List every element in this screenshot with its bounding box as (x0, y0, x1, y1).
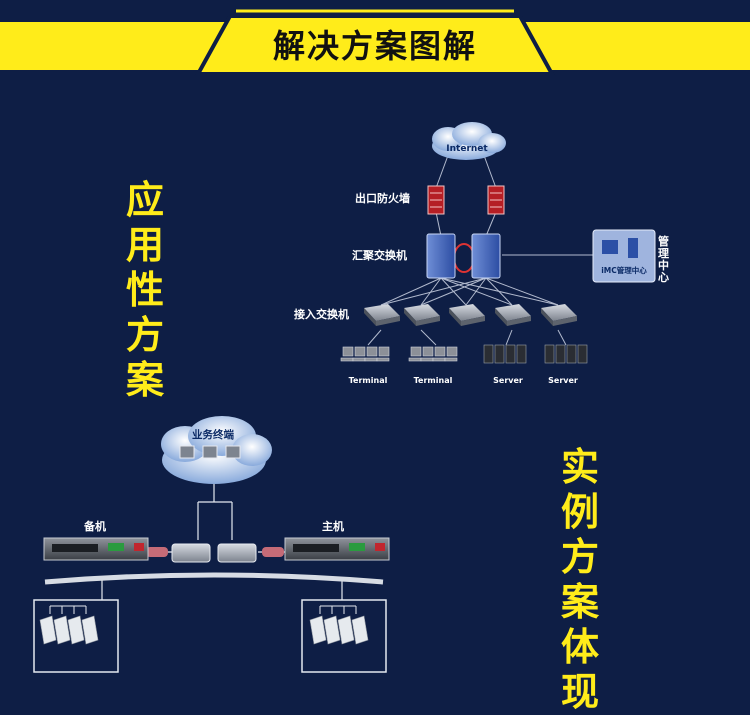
header-banner (0, 9, 750, 76)
switch-icon (171, 543, 257, 563)
device-panel-right (301, 599, 387, 673)
network-diagrams: Internet 出口防火墙 汇聚交换机 iMC管理中心 管理中心 (33, 122, 656, 673)
aggregation-switch-label: 汇聚交换机 (352, 248, 407, 262)
internet-label: Internet (446, 144, 488, 154)
network-topology-2: 业务终端 备机 主机 (33, 416, 390, 673)
device-panel-left (33, 599, 119, 673)
management-center-vertical-label: 管理中心 (658, 236, 672, 284)
access-switch-icon (364, 304, 577, 326)
backup-host-icon (43, 537, 149, 561)
internet-cloud-icon: Internet (432, 122, 506, 160)
core-switch-icon (426, 233, 501, 279)
access-switch-label: 接入交换机 (294, 307, 349, 321)
server-icon (483, 344, 588, 364)
network-topology-1: Internet 出口防火墙 汇聚交换机 iMC管理中心 管理中心 (294, 122, 656, 385)
business-terminal-cloud-icon (161, 416, 272, 484)
page-title: 解决方案图解 (272, 27, 477, 65)
application-solution-title: 应 用 性 方 案 (125, 178, 164, 402)
master-host-icon (284, 537, 390, 561)
master-host-label: 主机 (322, 519, 344, 533)
server-label-2: Server (548, 376, 578, 385)
business-terminal-label: 业务终端 (192, 428, 234, 441)
imc-label: iMC管理中心 (601, 265, 647, 275)
management-center-icon: iMC管理中心 (592, 229, 656, 283)
backup-host-label: 备机 (83, 519, 106, 533)
firewall-label: 出口防火墙 (355, 191, 410, 205)
management-center-text: 管理中心 (658, 235, 669, 284)
terminal-label-1: Terminal (349, 376, 388, 385)
server-label-1: Server (493, 376, 523, 385)
terminal-label-2: Terminal (414, 376, 453, 385)
firewall-icon (427, 185, 505, 215)
terminal-icon (340, 346, 458, 362)
